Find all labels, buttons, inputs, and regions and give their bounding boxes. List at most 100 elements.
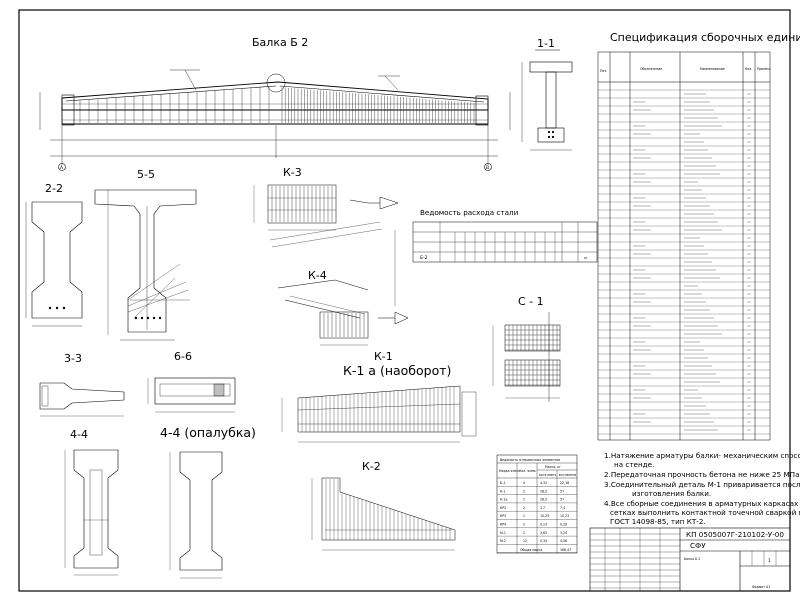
- title-block: [589, 527, 791, 592]
- weights-cell-total: 4,08: [560, 539, 567, 543]
- section-5-5: 5-5: [94, 168, 197, 341]
- weights-cell-brand: К-1а: [500, 498, 507, 502]
- section-4-4: 4-4: [64, 428, 119, 576]
- weights-cell-count: 1: [523, 514, 525, 518]
- weights-cell-count: 4: [523, 481, 525, 485]
- frame-k2: К-2: [311, 460, 456, 551]
- weights-cell-brand: КР3: [500, 514, 506, 518]
- mesh-c1: С - 1: [492, 295, 561, 402]
- section-4-4-formwork: 4-4 (опалубка): [160, 425, 256, 579]
- spec-table: [597, 51, 771, 441]
- frame-k3: К-3: [253, 166, 399, 248]
- weights-cell-count: 2: [523, 506, 525, 510]
- section-4-4-title: 4-4: [70, 428, 88, 441]
- section-2-2: 2-2: [25, 182, 83, 327]
- spec-title: Спецификация сборочных единиц: [610, 31, 800, 44]
- weights-footer-label: Общая масса: [520, 548, 542, 552]
- beam-elevation: Балка Б 2: [39, 36, 511, 171]
- weights-cell-unit: 4,32: [540, 481, 547, 485]
- title-block-code: КП 0505007Г-210102-У-00: [686, 530, 784, 539]
- weights-cell-count: 2: [523, 523, 525, 527]
- title-block-sheets: 1: [768, 558, 771, 564]
- weights-col-total: всех элементов: [559, 473, 576, 477]
- weights-cell-brand: КР2: [500, 506, 506, 510]
- weights-col-brand: Марка элем.: [499, 469, 520, 473]
- weights-cell-brand: К-1: [500, 489, 505, 493]
- axis-label-left: А: [60, 165, 64, 171]
- section-1-1-title: 1-1: [537, 37, 555, 50]
- weights-cell-total: 0,28: [560, 523, 567, 527]
- weights-cell-unit: 0,13: [540, 523, 547, 527]
- weights-cell-unit: 3,62: [540, 531, 547, 535]
- weights-col-unit: одного элемента: [539, 473, 556, 477]
- weights-cell-unit: 3,7: [540, 506, 545, 510]
- weights-cell-total: 57: [560, 489, 564, 493]
- sheet-frame: [18, 9, 791, 592]
- section-5-5-title: 5-5: [137, 168, 155, 181]
- steel-consumption-table: Ведомость расхода стали: [412, 208, 598, 263]
- weights-cell-count: 2: [523, 531, 525, 535]
- axis-label-right: В: [486, 165, 489, 171]
- weights-cell-total: 57: [560, 498, 564, 502]
- weights-cell-unit: 28,5: [540, 498, 547, 502]
- frame-k4: К-4: [277, 230, 409, 346]
- section-3-3: 3-3: [39, 352, 125, 417]
- note-line-7: сетках выполнить контактной точечной сва…: [610, 508, 800, 517]
- section-6-6-title: 6-6: [174, 350, 192, 363]
- weights-col-count: Кол. элем.: [519, 469, 536, 473]
- weights-cell-brand: Б-1: [500, 481, 505, 485]
- weights-cell-brand: М-2: [500, 539, 506, 543]
- axis-marker-left: [58, 163, 66, 171]
- weights-cell-brand: М-1: [500, 531, 506, 535]
- steel-table-brand: Б-2: [420, 255, 428, 261]
- general-notes: 1.Натяжение арматуры балки- механическим…: [604, 451, 800, 526]
- weights-table: [496, 454, 578, 554]
- detail-circle: [266, 73, 286, 93]
- weights-cell-count: 2: [523, 498, 525, 502]
- frame-k1a-title: К-1 а (наоборот): [343, 363, 451, 378]
- section-6-6: 6-6: [147, 350, 236, 413]
- spec-header-designation: Обозначение: [640, 67, 662, 71]
- frame-k1: К-1 К-1 а (наоборот): [281, 350, 477, 443]
- weights-cell-total: 3,24: [560, 531, 567, 535]
- title-block-sheet-label: Балка Б 2: [684, 557, 700, 561]
- weights-cell-total: 22,18: [560, 481, 569, 485]
- note-line-8: ГОСТ 14098-85, тип КТ-2.: [610, 517, 706, 526]
- note-line-5: изготовления балки.: [632, 489, 711, 498]
- weights-footer-total: 166,47: [560, 548, 571, 552]
- weights-cell-total: 7,4: [560, 506, 565, 510]
- frame-k1-title: К-1: [374, 350, 393, 363]
- spec-header-qty: Кол.: [745, 67, 752, 71]
- spec-header-pos: Поз.: [600, 69, 607, 73]
- weights-cell-unit: 10,23: [540, 514, 549, 518]
- beam-title: Балка Б 2: [252, 36, 308, 49]
- note-line-6: 4.Все сборные соединения в арматурных ка…: [604, 499, 800, 508]
- spec-header-name: Наименование: [700, 67, 725, 71]
- note-line-2: на стенде.: [614, 460, 654, 469]
- weights-col-mass: Масса, кг: [545, 465, 561, 469]
- weights-title: Ведомость отправочных элементов: [500, 458, 560, 462]
- spec-header-note: Примеч.: [757, 67, 771, 71]
- steel-table-title: Ведомость расхода стали: [420, 208, 519, 217]
- weights-cell-brand: КР4: [500, 523, 506, 527]
- frame-k4-title: К-4: [308, 269, 327, 282]
- frame-k2-title: К-2: [362, 460, 381, 473]
- section-4-4-formwork-title: 4-4 (опалубка): [160, 425, 256, 440]
- title-block-format: Формат А1: [752, 585, 770, 589]
- steel-table-unit: кг: [584, 256, 588, 260]
- section-1-1: 1-1: [521, 37, 573, 151]
- section-3-3-title: 3-3: [64, 352, 82, 365]
- weights-cell-unit: 28,5: [540, 489, 547, 493]
- title-block-org: СФУ: [690, 541, 706, 550]
- note-line-3: 2.Передаточная прочность бетона не ниже …: [604, 470, 800, 479]
- weights-cell-total: 10,23: [560, 514, 569, 518]
- frame-k3-title: К-3: [283, 166, 302, 179]
- weights-cell-count: 2: [523, 489, 525, 493]
- note-line-1: 1.Натяжение арматуры балки- механическим…: [604, 451, 800, 460]
- mesh-c1-title: С - 1: [518, 295, 544, 308]
- axis-marker-right: [484, 163, 492, 171]
- note-line-4: 3.Соединительный деталь М-1 привариваетс…: [604, 480, 800, 489]
- weights-cell-unit: 0,34: [540, 539, 547, 543]
- weights-cell-count: 12: [523, 539, 527, 543]
